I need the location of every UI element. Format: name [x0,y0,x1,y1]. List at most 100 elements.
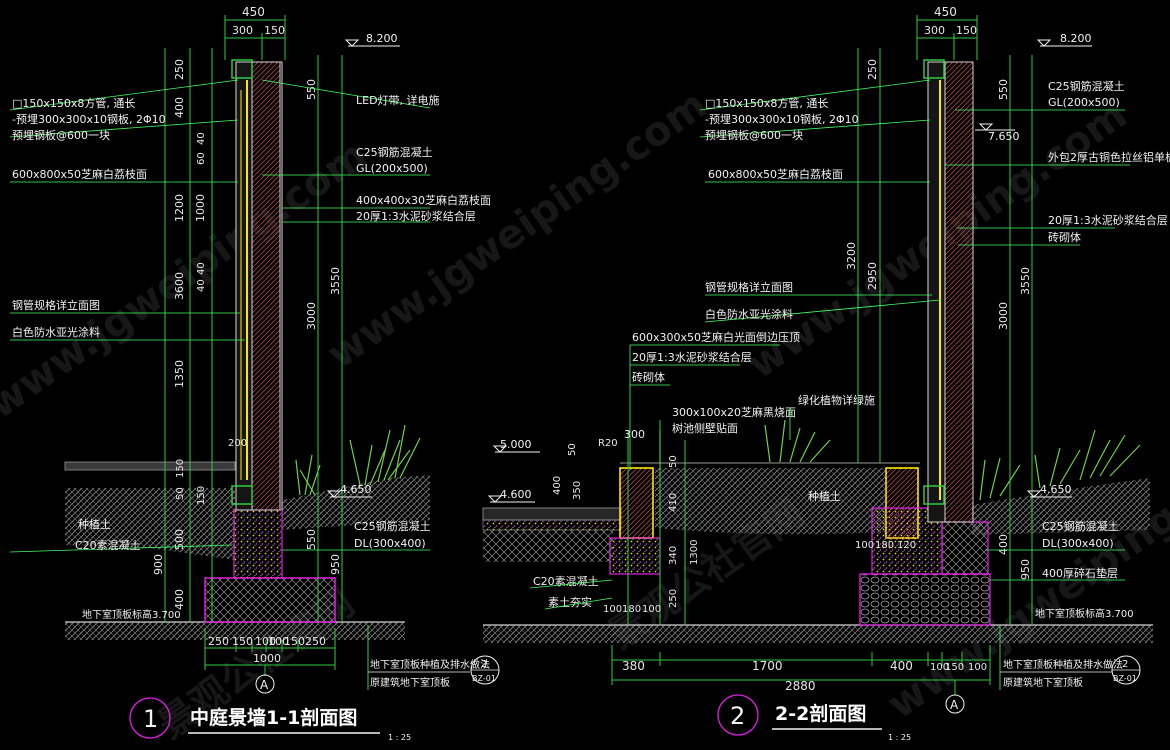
svg-text:250: 250 [173,59,186,80]
elevation-top-2: 8.200 [1036,32,1092,47]
svg-text:100: 100 [268,635,289,648]
svg-text:500: 500 [173,529,186,550]
dims-left-1 [164,48,213,622]
svg-text:150: 150 [284,635,305,648]
dims-right-2 [1009,55,1033,625]
plants-right [295,424,421,496]
footer-notes-1: 地下室顶板种植及排水做法 原建筑地下室顶板 2 BZ-01 [367,625,500,690]
note: 预埋钢板@600一块 [12,128,110,142]
note: 素土夯实 [548,595,592,609]
note: 400厚碎石垫层 [1042,566,1118,580]
note: GL(200x500) [356,162,428,175]
svg-text:350: 350 [572,481,583,500]
svg-text:2: 2 [730,702,745,730]
notes-right-1: LED灯带, 详电施 C25钢筋混凝土 GL(200x500) 400x400x… [261,79,491,551]
note: 白色防水亚光涂料 [12,325,100,339]
note: 种植土 [78,517,111,531]
note: 20厚1:3水泥砂浆结合层 [356,209,476,223]
svg-text:180: 180 [622,604,641,615]
dim-b-1: 150 [264,24,285,37]
section-title-2: 2-2剖面图 [775,702,866,725]
note: 600x300x50芝麻白光面倒边压顶 [632,330,800,344]
dims-right-1 [317,55,343,622]
svg-text:550: 550 [305,529,318,550]
steel-pipe-bottom [231,485,253,505]
svg-text:250: 250 [305,635,326,648]
svg-text:180: 180 [875,540,894,551]
svg-text:100: 100 [855,540,874,551]
note: C20素混凝土 [75,538,141,552]
steel-pipe-top [231,59,253,79]
note: 300x100x20芝麻黑烧面 [672,405,796,419]
svg-text:40: 40 [196,262,207,275]
svg-text:7.650: 7.650 [988,130,1020,143]
stone-face-2 [927,61,946,523]
elevation-slab-1: 地下室顶板标高3.700 [82,608,181,621]
svg-text:50: 50 [567,443,578,456]
svg-text:3600: 3600 [173,272,186,300]
svg-text:100: 100 [603,604,622,615]
title-block-1: 1 中庭景墙1-1剖面图 1 : 25 [129,697,411,742]
svg-text:120: 120 [897,540,916,551]
note: 400x400x30芝麻白荔枝面 [356,193,491,207]
planting-soil-mid [655,468,885,535]
svg-text:1000: 1000 [194,194,207,222]
note: □150x150x8方管, 通长 [705,96,828,110]
svg-text:R20: R20 [598,438,618,449]
dim-bottom-overall-1: 1000 [253,652,281,665]
steel-pipe-top-2 [923,59,945,79]
svg-text:4.650: 4.650 [340,483,372,496]
notes-right-2: C25钢筋混凝土 GL(200x500) 外包2厚古铜色拉丝铝单板 20厚1:3… [945,79,1170,581]
svg-text:BZ-01: BZ-01 [472,674,496,683]
svg-text:1200: 1200 [173,194,186,222]
svg-text:450: 450 [934,5,957,19]
svg-text:300: 300 [924,24,945,37]
note: DL(300x400) [354,537,426,550]
svg-text:100: 100 [255,635,276,648]
dims-left-2 [627,48,881,625]
svg-text:5.000: 5.000 [500,438,532,451]
svg-text:A: A [950,698,959,712]
axis-marker-1 [255,674,275,694]
svg-text:50: 50 [175,487,186,500]
section-title-1: 中庭景墙1-1剖面图 [190,706,357,729]
watermarks: www.jgweiping.com www.jgweiping.com www.… [0,82,1170,748]
note: 树池侧壁贴面 [672,421,738,435]
svg-text:410: 410 [668,493,679,512]
slab-1 [65,622,405,640]
svg-text:8.200: 8.200 [366,32,398,45]
svg-text:380: 380 [622,659,645,673]
title-block-2: 2 2-2剖面图 1 : 25 [717,694,911,742]
svg-text:50: 50 [668,455,679,468]
beam-dl-2 [941,521,989,575]
planting-soil-right [282,475,430,530]
svg-text:340: 340 [668,546,679,565]
note: C25钢筋混凝土 [1042,519,1119,533]
svg-text:250: 250 [208,635,229,648]
svg-text:3550: 3550 [329,267,342,295]
note: C25钢筋混凝土 [1048,79,1125,93]
svg-text:60: 60 [196,152,207,165]
beam-dl [233,509,283,579]
planting-soil-left [65,488,235,560]
note: 绿化植物详绿施 [798,393,875,407]
note: C25钢筋混凝土 [356,145,433,159]
note: 600x800x50芝麻白荔枝面 [708,167,843,181]
dims-top-1 [224,15,286,60]
svg-text:BZ-01: BZ-01 [1113,674,1137,683]
note: 600x800x50芝麻白荔枝面 [12,167,147,181]
slab-2 [483,625,1153,643]
note: □150x150x8方管, 通长 [12,96,135,110]
svg-text:950: 950 [1019,559,1032,580]
dims-bottom-1 [204,628,336,676]
svg-text:1350: 1350 [173,360,186,388]
svg-text:550: 550 [305,79,318,100]
svg-text:2950: 2950 [866,262,879,290]
svg-text:1700: 1700 [752,659,783,673]
svg-text:400: 400 [997,534,1010,555]
planter-wall-left [619,467,654,539]
svg-text:地下室顶板种植及排水做法: 地下室顶板种植及排水做法 [370,658,490,671]
dims-top-2 [916,15,978,60]
note: 砖砌体 [1048,230,1081,244]
